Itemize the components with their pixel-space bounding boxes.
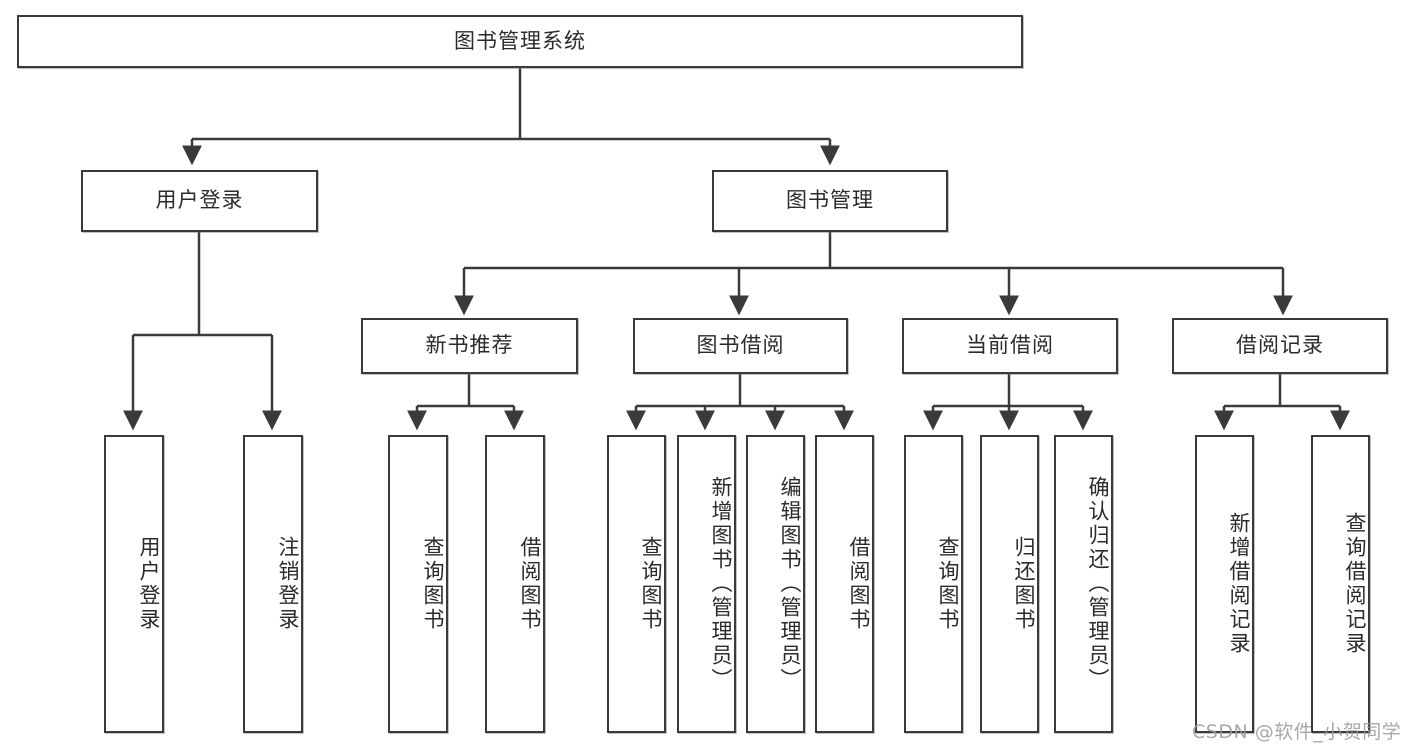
node-leaf-confirm-return-label: 确认归还（管理员） xyxy=(1086,476,1110,692)
node-leaf-add-record-label: 新增借阅记录 xyxy=(1227,512,1251,656)
node-book-manage-label: 图书管理 xyxy=(786,188,874,213)
node-leaf-logout-label: 注销登录 xyxy=(276,536,300,632)
node-current-borrow[interactable]: 当前借阅 xyxy=(902,318,1118,374)
node-leaf-borrow-book-2[interactable]: 借阅图书 xyxy=(815,435,874,733)
node-leaf-add-record[interactable]: 新增借阅记录 xyxy=(1195,435,1254,733)
node-leaf-borrow-book-1[interactable]: 借阅图书 xyxy=(485,435,545,733)
node-leaf-edit-book-label: 编辑图书（管理员） xyxy=(778,476,802,692)
node-book-manage[interactable]: 图书管理 xyxy=(712,170,948,232)
node-leaf-query-book-2-label: 查询图书 xyxy=(639,536,663,632)
node-root[interactable]: 图书管理系统 xyxy=(17,15,1023,68)
node-book-borrow[interactable]: 图书借阅 xyxy=(633,318,848,374)
node-leaf-return-book[interactable]: 归还图书 xyxy=(980,435,1039,733)
node-leaf-return-book-label: 归还图书 xyxy=(1012,536,1036,632)
node-borrow-record[interactable]: 借阅记录 xyxy=(1172,318,1388,374)
node-leaf-edit-book[interactable]: 编辑图书（管理员） xyxy=(746,435,805,733)
node-user-login[interactable]: 用户登录 xyxy=(81,170,318,232)
node-leaf-borrow-book-1-label: 借阅图书 xyxy=(518,536,542,632)
node-leaf-query-book-2[interactable]: 查询图书 xyxy=(607,435,666,733)
node-book-borrow-label: 图书借阅 xyxy=(696,333,785,358)
node-leaf-borrow-book-2-label: 借阅图书 xyxy=(847,536,871,632)
node-user-login-label: 用户登录 xyxy=(155,188,244,213)
node-leaf-add-book-label: 新增图书（管理员） xyxy=(709,476,733,692)
node-leaf-user-login[interactable]: 用户登录 xyxy=(104,435,164,733)
node-new-book-recommend-label: 新书推荐 xyxy=(425,333,514,358)
node-leaf-query-book-3[interactable]: 查询图书 xyxy=(904,435,963,733)
node-new-book-recommend[interactable]: 新书推荐 xyxy=(361,318,578,374)
node-leaf-query-book-1[interactable]: 查询图书 xyxy=(388,435,448,733)
csdn-watermark: CSDN @软件_小贺同学 xyxy=(1192,721,1402,743)
node-leaf-query-book-3-label: 查询图书 xyxy=(936,536,960,632)
node-root-label: 图书管理系统 xyxy=(454,28,586,53)
node-leaf-logout[interactable]: 注销登录 xyxy=(243,435,303,733)
node-leaf-add-book[interactable]: 新增图书（管理员） xyxy=(677,435,736,733)
node-leaf-query-record[interactable]: 查询借阅记录 xyxy=(1311,435,1370,733)
node-leaf-confirm-return[interactable]: 确认归还（管理员） xyxy=(1054,435,1113,733)
node-leaf-query-book-1-label: 查询图书 xyxy=(421,536,445,632)
node-current-borrow-label: 当前借阅 xyxy=(966,333,1054,358)
node-borrow-record-label: 借阅记录 xyxy=(1236,333,1324,358)
node-leaf-query-record-label: 查询借阅记录 xyxy=(1343,512,1367,656)
node-leaf-user-login-label: 用户登录 xyxy=(137,536,161,632)
